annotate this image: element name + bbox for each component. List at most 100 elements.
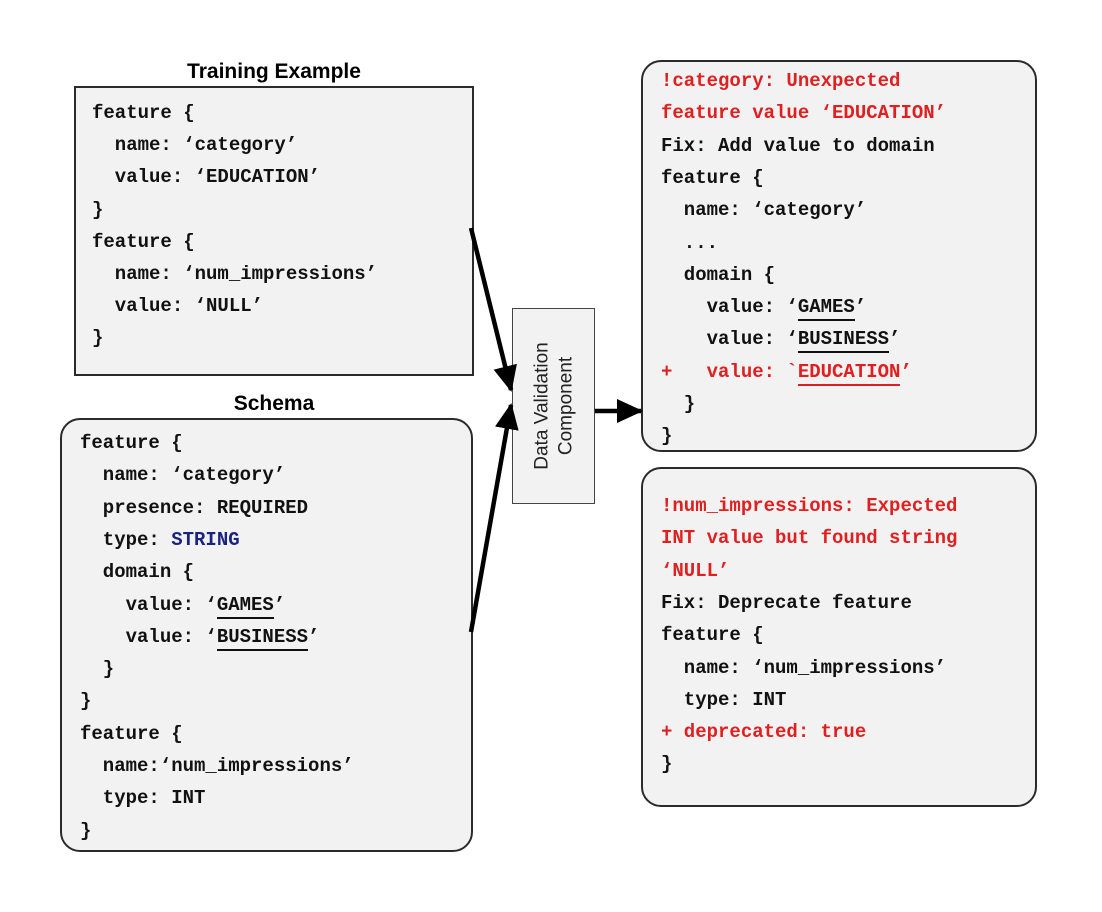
code-text: value: ‘ (661, 328, 798, 351)
code-line: feature value ‘EDUCATION’ (661, 104, 946, 123)
quote-close: ’ (273, 593, 286, 616)
code-text: + value: ` (661, 360, 798, 383)
code-line: value: ‘EDUCATION’ (92, 168, 320, 187)
quote-close: ’ (308, 625, 320, 648)
type-keyword: STRING (171, 528, 240, 551)
code-line: } (661, 755, 672, 774)
code-text: name: ‘category’ (80, 464, 286, 487)
training-example-title: Training Example (187, 60, 361, 83)
code-line: } (80, 692, 91, 711)
code-text: + deprecated: true (661, 721, 867, 744)
code-line: name: ‘category’ (80, 466, 285, 485)
code-text: feature { (80, 432, 183, 454)
arrow-schema-to-validator (468, 403, 519, 633)
code-line: } (661, 395, 695, 414)
code-line: name: ‘num_impressions’ (661, 656, 947, 679)
code-text: domain { (661, 263, 776, 286)
code-text: feature { (92, 230, 195, 253)
code-line: value: ‘BUSINESS’ (80, 625, 320, 651)
code-text: value: ‘NULL’ (92, 295, 264, 318)
code-text: feature { (80, 722, 183, 745)
code-line: feature { (92, 230, 195, 253)
code-line: } (80, 819, 92, 842)
code-line: feature { (92, 104, 195, 123)
code-line: name:‘num_impressions’ (80, 757, 354, 776)
code-text: value: ‘ (80, 625, 217, 648)
code-line: type: INT (80, 787, 206, 810)
code-text: presence: REQUIRED (80, 496, 309, 519)
anomaly-category-box: !category: Unexpected feature value ‘EDUC… (641, 60, 1037, 452)
domain-value: EDUCATION (797, 360, 901, 386)
code-text: type: INT (661, 688, 787, 711)
code-line: domain { (661, 263, 776, 286)
code-line: feature { (80, 722, 183, 745)
quote-close: ’ (900, 360, 912, 383)
code-text: value: ‘ (661, 296, 798, 319)
code-text: !category: Unexpected (661, 70, 901, 92)
code-text: type: INT (80, 787, 206, 810)
code-line: name: ‘category’ (661, 201, 866, 220)
training-example-box: feature { name: ‘category’ value: ‘EDUCA… (74, 86, 474, 376)
code-line: Fix: Add value to domain (661, 134, 935, 157)
code-text: } (661, 753, 673, 776)
code-text: } (661, 425, 673, 448)
code-line: feature { (661, 626, 764, 645)
code-line: presence: REQUIRED (80, 496, 309, 519)
code-line: } (80, 660, 114, 679)
code-text: name:‘num_impressions’ (80, 755, 354, 777)
code-line: } (661, 427, 672, 446)
code-line: + value: `EDUCATION’ (661, 360, 912, 386)
quote-close: ’ (854, 296, 867, 319)
code-text: name: ‘num_impressions’ (92, 263, 378, 285)
code-text: ‘NULL’ (661, 559, 730, 582)
code-text: } (80, 658, 115, 681)
code-text: ... (661, 231, 719, 254)
code-text: name: ‘category’ (92, 134, 298, 157)
code-line: !category: Unexpected (661, 72, 900, 91)
code-line: ... (661, 231, 719, 254)
domain-value: BUSINESS (216, 625, 309, 651)
code-text: value: ‘EDUCATION’ (92, 166, 321, 189)
code-text: name: ‘num_impressions’ (661, 656, 947, 679)
code-text: Fix: Add value to domain (661, 134, 935, 157)
code-line: value: ‘GAMES’ (661, 296, 867, 322)
code-line: } (92, 198, 104, 221)
code-line: value: ‘BUSINESS’ (661, 328, 901, 354)
code-text: } (92, 198, 104, 221)
code-text: INT value but found string (661, 527, 958, 550)
code-text: feature { (661, 166, 764, 189)
code-line: value: ‘GAMES’ (80, 593, 286, 619)
domain-value: GAMES (797, 296, 855, 322)
code-text: } (80, 690, 92, 713)
code-line: } (92, 329, 103, 348)
domain-value: BUSINESS (797, 328, 890, 354)
code-text: value: ‘ (80, 593, 217, 616)
code-line: type: STRING (80, 528, 240, 551)
code-text: } (661, 393, 696, 415)
code-text: } (92, 327, 104, 350)
code-line: ‘NULL’ (661, 559, 730, 582)
code-line: domain { (80, 563, 194, 582)
code-line: feature { (80, 434, 183, 453)
code-line: feature { (661, 166, 764, 189)
code-line: value: ‘NULL’ (92, 297, 263, 316)
quote-close: ’ (889, 328, 901, 351)
code-text: type: (80, 528, 172, 551)
code-text: !num_impressions: Expected (661, 495, 958, 517)
schema-title: Schema (233, 392, 315, 415)
code-line: name: ‘num_impressions’ (92, 265, 377, 284)
code-text: domain { (80, 561, 195, 584)
code-text: feature value ‘EDUCATION’ (661, 102, 947, 125)
code-line: + deprecated: true (661, 723, 866, 742)
code-text: feature { (661, 624, 764, 647)
code-text: feature { (92, 102, 195, 124)
code-line: type: INT (661, 688, 787, 711)
code-text: } (80, 819, 92, 842)
code-text: Fix: Deprecate feature (661, 591, 912, 614)
arrow-training-to-validator (468, 227, 517, 392)
domain-value: GAMES (216, 593, 274, 619)
code-line: Fix: Deprecate feature (661, 591, 912, 614)
schema-box: feature { name: ‘category’ presence: REQ… (60, 418, 473, 852)
